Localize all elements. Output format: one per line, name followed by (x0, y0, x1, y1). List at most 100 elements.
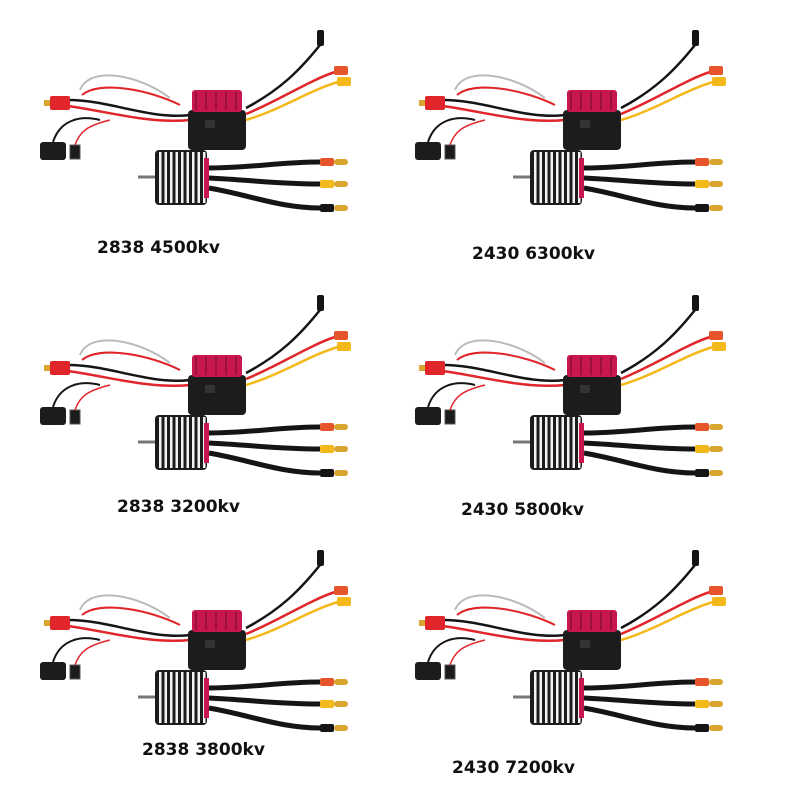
motor-cooling-fin (550, 152, 553, 203)
esc-output-connector (712, 77, 726, 86)
esc-body (188, 375, 246, 415)
motor-cooling-fin (192, 417, 195, 468)
motor-cooling-fin (550, 672, 553, 723)
motor-lead (208, 185, 321, 211)
switch-wire (427, 637, 476, 663)
motor-wire-red (245, 335, 336, 381)
motor-wire-yellow (245, 80, 339, 122)
motor-cooling-fin (164, 152, 167, 203)
connector-sleeve (320, 469, 334, 477)
esc-heatsink (567, 610, 617, 632)
motor-cooling-fin (192, 152, 195, 203)
motor-cooling-fin (545, 417, 548, 468)
connector-sleeve (695, 180, 709, 188)
t-plug-connector (425, 96, 445, 110)
motor-cooling-fin (550, 417, 553, 468)
signal-wire (79, 74, 171, 99)
motor-cooling-fin (561, 672, 564, 723)
bullet-connector (334, 725, 348, 731)
motor-cooling-fin (175, 672, 178, 723)
esc-motor-combo-image (40, 295, 351, 477)
product-label: 2430 6300kv (472, 244, 595, 264)
wire-end-cap (317, 550, 324, 566)
motor-cooling-fin (561, 152, 564, 203)
esc-heatsink (192, 355, 242, 377)
product-label: 2430 7200kv (452, 758, 575, 778)
t-plug-connector (50, 361, 70, 375)
esc-body (188, 630, 246, 670)
product-tile: 2430 5800kv (395, 285, 775, 545)
motor-cooling-fin (572, 417, 575, 468)
esc-output-connector (712, 342, 726, 351)
esc-motor-combo-image (40, 550, 351, 732)
esc-heatsink (192, 610, 242, 632)
motor-cooling-fin (539, 672, 542, 723)
bullet-connector (334, 424, 348, 430)
motor-wire-yellow (620, 600, 714, 642)
motor-cooling-fin (170, 417, 173, 468)
motor-cooling-fin (556, 417, 559, 468)
bullet-connector (334, 701, 348, 707)
motor-lead (583, 175, 696, 187)
receiver-plug (444, 409, 456, 425)
signal-wire (454, 74, 546, 99)
signal-wire (456, 606, 556, 626)
connector-sleeve (695, 724, 709, 732)
battery-lead-black (442, 98, 566, 118)
receiver-wire (449, 639, 486, 666)
connector-sleeve (695, 423, 709, 431)
wire-end-cap (692, 295, 699, 311)
esc-button (580, 640, 590, 648)
switch-wire (427, 117, 476, 143)
motor-cooling-fin (545, 152, 548, 203)
t-plug-pin (44, 100, 50, 106)
esc-body (563, 110, 621, 150)
motor-cooling-fin (181, 672, 184, 723)
esc-motor-combo-image (40, 30, 351, 212)
connector-sleeve (695, 158, 709, 166)
motor-wire-red (620, 590, 711, 636)
receiver-plug (444, 664, 456, 680)
battery-lead-black (67, 98, 191, 118)
connector-sleeve (320, 678, 334, 686)
battery-lead-red (442, 624, 566, 643)
bullet-connector (709, 701, 723, 707)
motor-cooling-fin (159, 152, 162, 203)
bullet-connector (709, 725, 723, 731)
product-tile: 2838 3200kv (20, 285, 400, 545)
motor-cooling-fin (159, 672, 162, 723)
motor-cooling-fin (556, 152, 559, 203)
motor-lead (583, 679, 696, 691)
motor-wire-black (245, 44, 321, 110)
signal-wire (456, 86, 556, 106)
motor-cooling-fin (539, 152, 542, 203)
connector-sleeve (320, 445, 334, 453)
esc-button (205, 120, 215, 128)
signal-wire (81, 606, 181, 626)
connector-sleeve (695, 700, 709, 708)
battery-lead-red (67, 624, 191, 643)
receiver-wire (449, 119, 486, 146)
product-tile: 2430 6300kv (395, 20, 775, 280)
motor-endbell (579, 423, 584, 463)
signal-wire (79, 339, 171, 364)
product-tile: 2838 3800kv (20, 540, 400, 800)
switch-wire (427, 382, 476, 408)
esc-body (563, 375, 621, 415)
bullet-connector (709, 181, 723, 187)
esc-button (580, 385, 590, 393)
esc-motor-combo-image (415, 295, 726, 477)
receiver-plug (69, 144, 81, 160)
signal-wire (81, 351, 181, 371)
wire-end-cap (692, 550, 699, 566)
t-plug-connector (50, 96, 70, 110)
power-switch (415, 142, 441, 160)
power-switch (415, 662, 441, 680)
bullet-connector (334, 159, 348, 165)
signal-wire (456, 351, 556, 371)
esc-heatsink (192, 90, 242, 112)
motor-cooling-fin (175, 152, 178, 203)
motor-lead (583, 424, 696, 436)
motor-cooling-fin (197, 417, 200, 468)
receiver-plug (444, 144, 456, 160)
